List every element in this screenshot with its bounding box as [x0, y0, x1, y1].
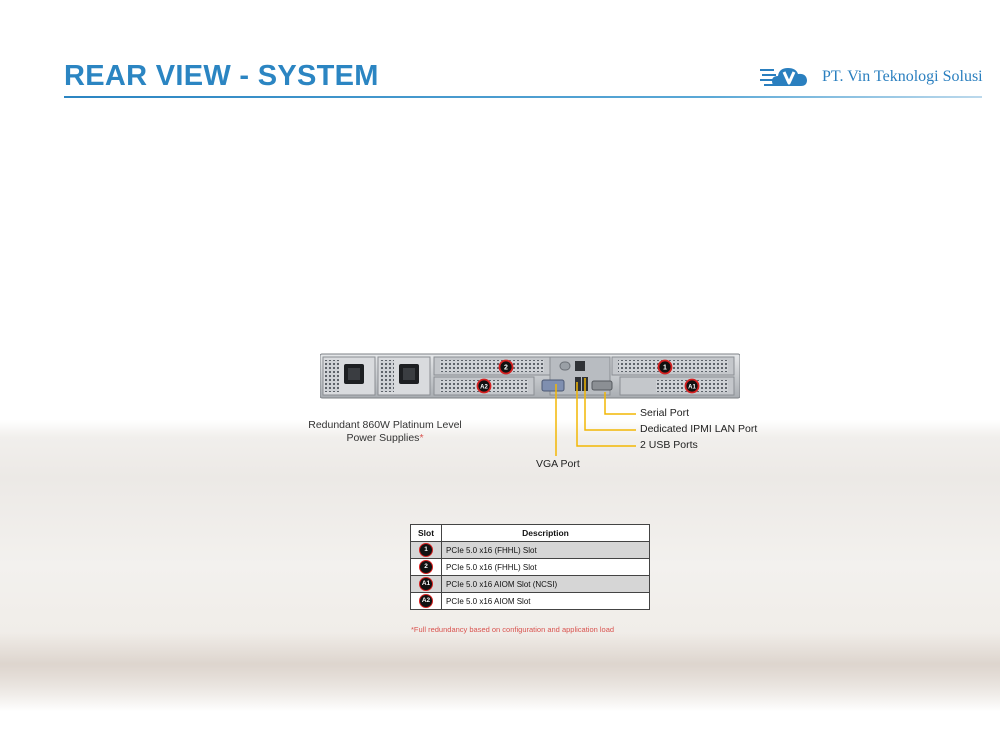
ipmi-port-leader: [584, 378, 636, 431]
slot-description: PCIe 5.0 x16 (FHHL) Slot: [441, 541, 650, 559]
description-column-header: Description: [441, 524, 650, 542]
page-title: REAR VIEW - SYSTEM: [64, 60, 379, 92]
slot-badge: A1: [419, 577, 433, 591]
power-supply-2: [377, 356, 431, 396]
slot-marker-a2: A2: [476, 378, 492, 394]
psu-label-star: *: [419, 432, 424, 444]
psu-label: Redundant 860W Platinum Level Power Supp…: [300, 419, 470, 445]
slot-marker-2-label: 2: [504, 365, 508, 372]
psu-label-line2: Power Supplies: [346, 432, 420, 444]
vga-port-label: VGA Port: [536, 458, 580, 470]
slot-marker-a1-label: A1: [688, 385, 696, 391]
power-supply-1: [322, 356, 376, 396]
slot-badge: 1: [419, 543, 433, 557]
ipmi-port-label: Dedicated IPMI LAN Port: [640, 423, 758, 435]
serial-port-label: Serial Port: [640, 407, 690, 419]
vga-connector: [541, 379, 565, 392]
ipmi-lan-port: [575, 361, 585, 371]
brand-name: PT. Vin Teknologi Solusi: [822, 68, 983, 85]
slot-table-header: Slot Description: [410, 524, 650, 542]
brand-logo: PT. Vin Teknologi Solusi: [760, 62, 983, 92]
slot-badge: A2: [419, 594, 433, 608]
slot-marker-a1: A1: [684, 378, 700, 394]
table-row: A1 PCIe 5.0 x16 AIOM Slot (NCSI): [410, 575, 650, 593]
serial-connector: [591, 380, 613, 391]
psu-label-line1: Redundant 860W Platinum Level: [308, 419, 462, 431]
slot-description: PCIe 5.0 x16 (FHHL) Slot: [441, 558, 650, 576]
slot-marker-a2-label: A2: [480, 385, 488, 391]
slot-table: Slot Description 1 PCIe 5.0 x16 (FHHL) S…: [410, 524, 650, 610]
slot-marker-2: 2: [498, 359, 514, 375]
usb-ports-leader: [576, 382, 636, 447]
background-shadow: [0, 632, 1000, 712]
title-underline: [64, 96, 982, 98]
serial-port-leader: [604, 392, 636, 415]
usb-port-1: [575, 377, 581, 391]
slot-column-header: Slot: [410, 524, 442, 542]
slot-marker-1: 1: [657, 359, 673, 375]
usb-ports-label: 2 USB Ports: [640, 439, 698, 451]
cloud-v-logo-icon: [760, 68, 807, 86]
footnote: *Full redundancy based on configuration …: [411, 625, 615, 634]
uid-button: [559, 361, 571, 371]
table-row: 2 PCIe 5.0 x16 (FHHL) Slot: [410, 558, 650, 576]
slot-description: PCIe 5.0 x16 AIOM Slot: [441, 592, 650, 610]
table-row: 1 PCIe 5.0 x16 (FHHL) Slot: [410, 541, 650, 559]
slot-badge: 2: [419, 560, 433, 574]
table-row: A2 PCIe 5.0 x16 AIOM Slot: [410, 592, 650, 610]
slot-marker-1-label: 1: [663, 365, 667, 372]
server-rear-panel: 2 1 A2 A1: [320, 353, 740, 399]
slot-description: PCIe 5.0 x16 AIOM Slot (NCSI): [441, 575, 650, 593]
